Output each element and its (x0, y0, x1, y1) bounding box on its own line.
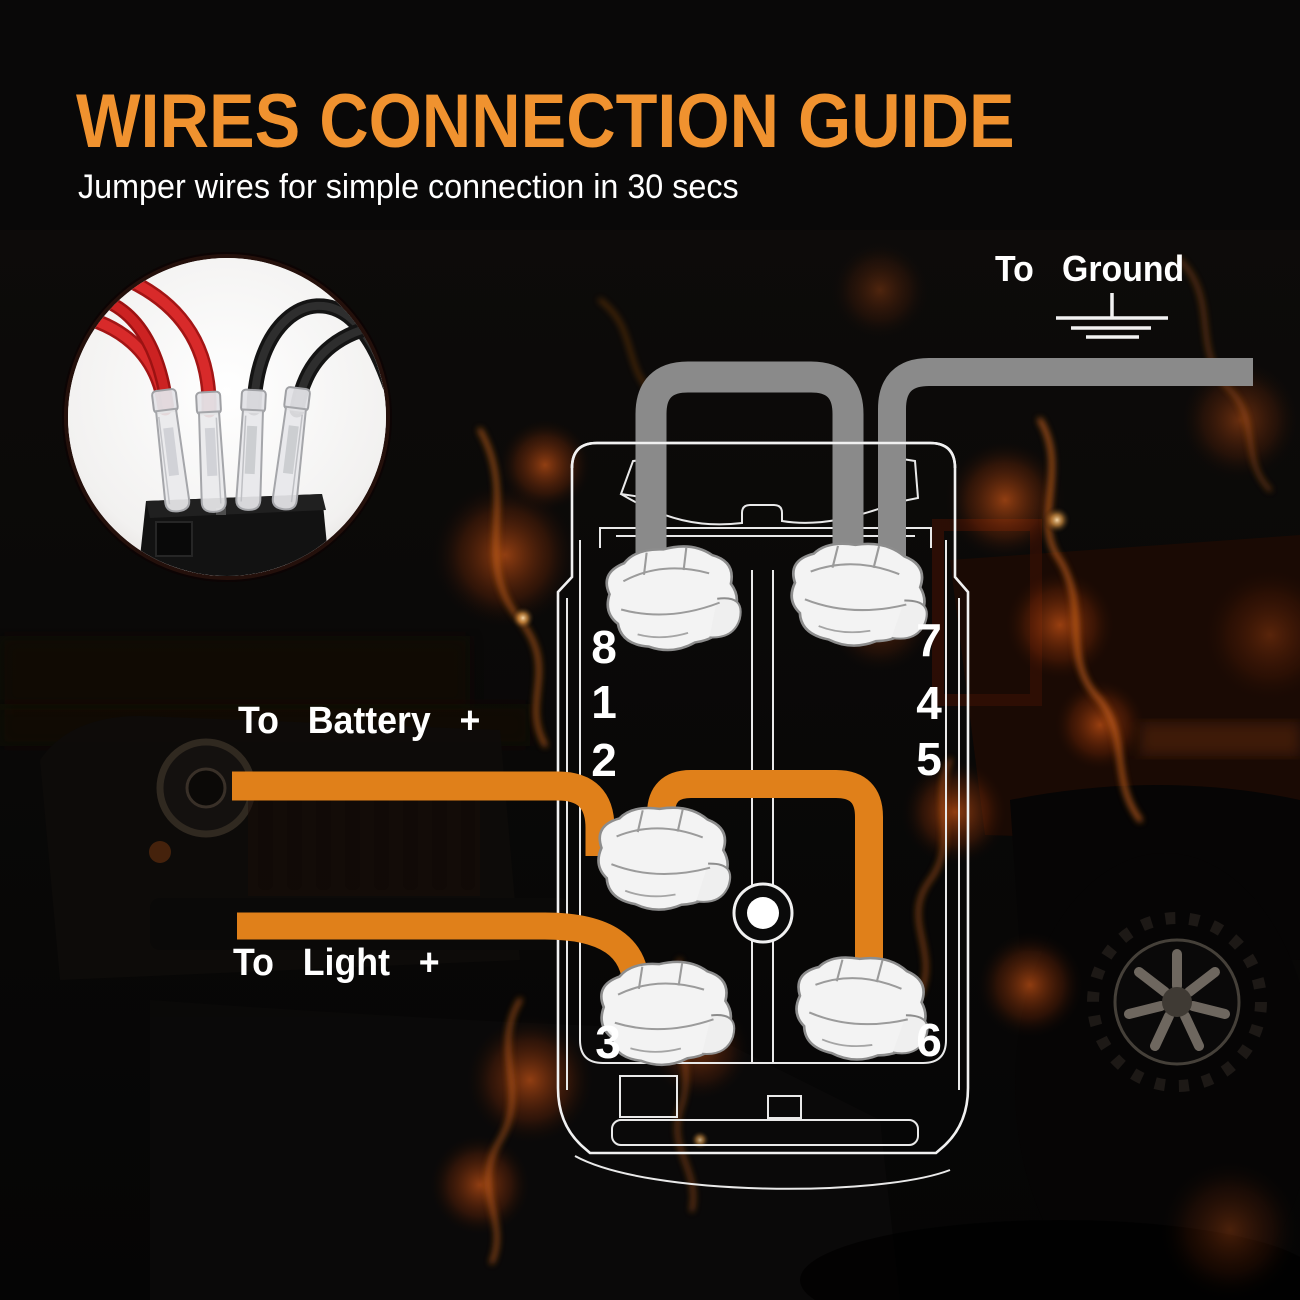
page-subtitle: Jumper wires for simple connection in 30… (78, 168, 739, 206)
pin-6-label: 6 (916, 1014, 942, 1066)
terminal-nut-8 (602, 541, 745, 656)
rocker-switch-photo (68, 258, 386, 576)
terminal-nut-7 (787, 538, 932, 651)
pin-numbers: 8 1 2 3 7 4 5 6 (591, 614, 942, 1068)
pin-2-label: 2 (591, 734, 617, 786)
to-ground-label: To Ground (995, 248, 1185, 289)
jumper-wire-2-6 (647, 770, 883, 1002)
rocker-switch-outline (556, 441, 970, 1190)
pin-8-label: 8 (591, 621, 617, 673)
to-light-label: To Light + (233, 942, 440, 984)
ground-symbol-icon (1056, 293, 1168, 339)
switch-bottom-flange (574, 1075, 951, 1190)
wheel-rim (1087, 912, 1267, 1092)
jumper-wire-8-7 (635, 361, 864, 608)
to-battery-label: To Battery + (238, 700, 481, 742)
pin-4-label: 4 (916, 677, 942, 729)
battery-wire (232, 771, 615, 856)
ground-wire (878, 358, 1253, 603)
terminals (595, 538, 934, 1069)
pin-7-label: 7 (916, 614, 942, 666)
pin-5-label: 5 (916, 733, 942, 785)
terminal-nut-2 (595, 803, 734, 914)
pin-3-label: 3 (595, 1016, 621, 1068)
pin-1-label: 1 (591, 676, 617, 728)
page-title: WIRES CONNECTION GUIDE (76, 79, 1015, 164)
product-photo-inset (64, 254, 390, 580)
terminal-nut-6 (791, 951, 934, 1066)
spade-connectors (151, 386, 311, 513)
